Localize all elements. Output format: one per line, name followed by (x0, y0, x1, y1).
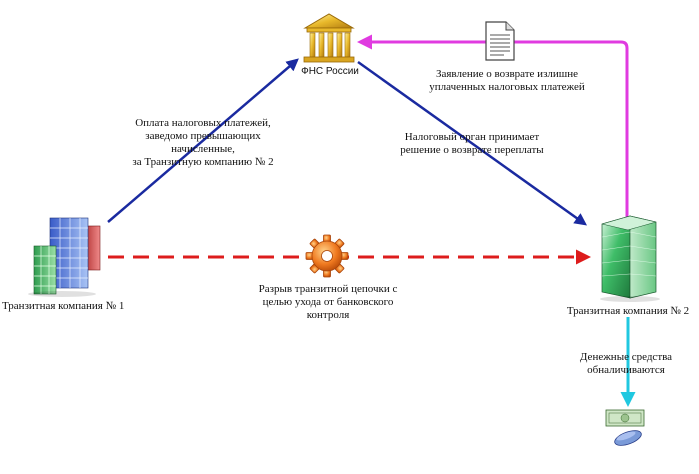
arrow-company2-to-fns (357, 34, 629, 222)
company1-label: Транзитная компания № 1 (2, 300, 125, 312)
gear-icon (305, 234, 349, 278)
skyscraper-icon (600, 215, 660, 302)
document-icon (485, 21, 515, 61)
cashout-label: Денежные средства обналичиваются (579, 351, 673, 376)
decision-label: Налоговый орган принимает решение о возв… (400, 131, 544, 156)
company2-label: Транзитная компания № 2 (566, 305, 690, 317)
payment-label: Оплата налоговых платежей, заведомо прев… (132, 117, 274, 168)
office-buildings-icon (28, 217, 101, 297)
arrow-company1-to-fns (107, 58, 299, 223)
arrow-fns-to-company2 (357, 60, 588, 226)
government-building-icon (303, 13, 355, 63)
money-cash-icon (605, 409, 645, 446)
chain-break-label: Разрыв транзитной цепочки с целью ухода … (258, 283, 398, 321)
fns-label: ФНС России (301, 66, 359, 77)
application-label: Заявление о возврате излишне уплаченных … (429, 68, 585, 93)
